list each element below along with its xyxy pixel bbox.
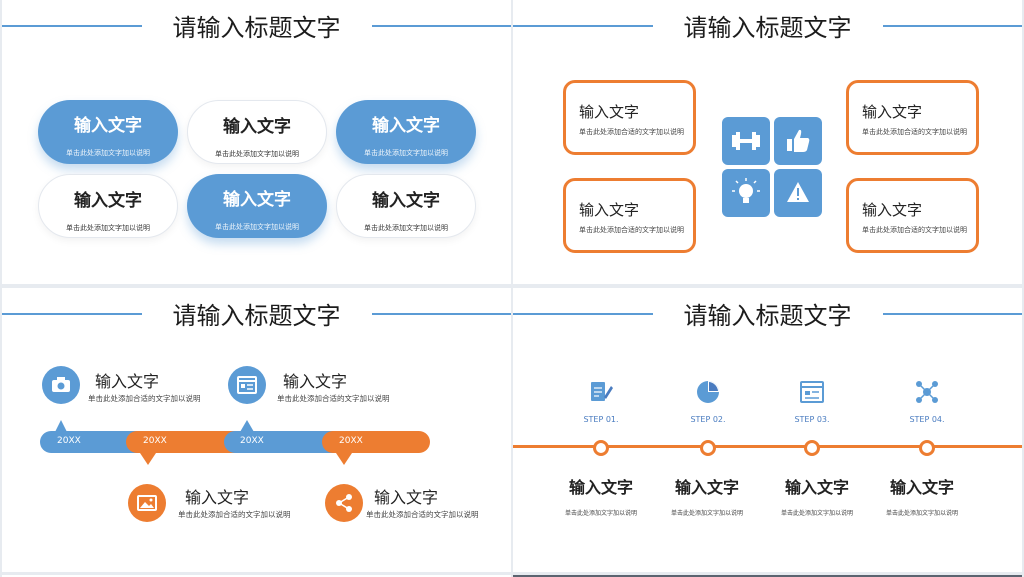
text-pill[interactable]: 输入文字 单击此处添加文字加以说明 [187, 100, 327, 164]
step-heading: 输入文字 [568, 478, 633, 497]
slide-thumbnail-1[interactable]: 请输入标题文字 输入文字 单击此处添加文字加以说明 输入文字 单击此处添加文字加… [2, 0, 511, 284]
step-description: 单击此处添加文字加以说明 [885, 510, 958, 517]
timeline-segment [322, 431, 430, 453]
step-heading: 输入文字 [889, 478, 954, 497]
timeline-heading: 输入文字 [185, 488, 250, 507]
slide-thumbnail-5[interactable] [2, 575, 511, 577]
text-pill[interactable]: 输入文字 单击此处添加文字加以说明 [336, 174, 476, 238]
box-description: 单击此处添加合适的文字加以说明 [579, 128, 684, 136]
pill-heading: 输入文字 [372, 116, 440, 136]
step-description: 单击此处添加文字加以说明 [780, 510, 853, 517]
box-description: 单击此处添加合适的文字加以说明 [862, 128, 967, 136]
timeline-segment [224, 431, 344, 453]
timeline-description: 单击此处添加合适的文字加以说明 [366, 510, 479, 519]
pill-heading: 输入文字 [372, 191, 440, 211]
slide-title: 请输入标题文字 [172, 14, 341, 42]
box-heading: 输入文字 [862, 201, 923, 219]
slide-title: 请输入标题文字 [172, 302, 341, 330]
title-rule-left [513, 25, 653, 27]
pill-description: 单击此处添加文字加以说明 [364, 224, 448, 232]
pill-heading: 输入文字 [223, 117, 291, 137]
title-rule-left [2, 25, 142, 27]
slide-thumbnail-4[interactable]: 请输入标题文字 [513, 288, 1022, 572]
title-rule-left [513, 313, 653, 315]
share-icon [325, 484, 363, 522]
box-heading: 输入文字 [579, 103, 640, 121]
thumbs-up-icon [774, 117, 822, 165]
pill-description: 单击此处添加文字加以说明 [215, 223, 299, 231]
network-nodes-icon [914, 379, 940, 405]
text-box[interactable]: 输入文字 单击此处添加合适的文字加以说明 [846, 178, 979, 253]
timeline-description: 单击此处添加合适的文字加以说明 [88, 394, 201, 403]
timeline-description: 单击此处添加合适的文字加以说明 [277, 394, 390, 403]
pie-chart-icon [695, 379, 721, 405]
step-label: STEP 01. [583, 415, 619, 424]
slide-title: 请输入标题文字 [683, 14, 852, 42]
text-box[interactable]: 输入文字 单击此处添加合适的文字加以说明 [563, 80, 696, 155]
timeline-year: 20XX [240, 436, 264, 446]
slide-thumbnail-3[interactable]: 请输入标题文字 [2, 288, 511, 572]
step-marker [593, 440, 609, 456]
timeline-year: 20XX [339, 436, 363, 446]
lightbulb-icon [722, 169, 770, 217]
step-label: STEP 02. [690, 415, 726, 424]
pill-heading: 输入文字 [223, 190, 291, 210]
title-rule-right [372, 313, 511, 315]
timeline-pointers [55, 420, 352, 465]
step-heading: 输入文字 [674, 478, 739, 497]
browser-window-icon [799, 379, 825, 405]
warning-icon [774, 169, 822, 217]
text-box[interactable]: 输入文字 单击此处添加合适的文字加以说明 [846, 80, 979, 155]
step-description: 单击此处添加文字加以说明 [670, 510, 743, 517]
timeline-description: 单击此处添加合适的文字加以说明 [178, 510, 291, 519]
browser-window-icon [228, 366, 266, 404]
pill-description: 单击此处添加文字加以说明 [66, 224, 150, 232]
step-label: STEP 03. [794, 415, 830, 424]
slide-title: 请输入标题文字 [683, 302, 852, 330]
pill-description: 单击此处添加文字加以说明 [66, 149, 150, 157]
step-heading: 输入文字 [784, 478, 849, 497]
step-line [513, 445, 1022, 448]
timeline-year: 20XX [143, 436, 167, 446]
step-marker [919, 440, 935, 456]
text-pill[interactable]: 输入文字 单击此处添加文字加以说明 [38, 100, 178, 164]
step-marker [804, 440, 820, 456]
image-icon [128, 484, 166, 522]
box-heading: 输入文字 [862, 103, 923, 121]
slide-thumbnail-2[interactable]: 请输入标题文字 输入文字 单击此处添加合适的文字加以说明 输入文字 单击此处添加… [513, 0, 1022, 284]
title-rule-right [883, 313, 1022, 315]
timeline-heading: 输入文字 [283, 372, 348, 391]
pill-heading: 输入文字 [74, 191, 142, 211]
timeline-heading: 输入文字 [374, 488, 439, 507]
text-pill[interactable]: 输入文字 单击此处添加文字加以说明 [38, 174, 178, 238]
title-rule-left [2, 313, 142, 315]
text-pill[interactable]: 输入文字 单击此处添加文字加以说明 [336, 100, 476, 164]
pill-heading: 输入文字 [74, 116, 142, 136]
box-description: 单击此处添加合适的文字加以说明 [862, 226, 967, 234]
step-marker [700, 440, 716, 456]
step-description: 单击此处添加文字加以说明 [564, 510, 637, 517]
title-rule-right [372, 25, 511, 27]
timeline-segment [126, 431, 246, 453]
timeline-segment [40, 431, 150, 453]
timeline-year: 20XX [57, 436, 81, 446]
box-description: 单击此处添加合适的文字加以说明 [579, 226, 684, 234]
box-heading: 输入文字 [579, 201, 640, 219]
text-pill[interactable]: 输入文字 单击此处添加文字加以说明 [187, 174, 327, 238]
text-box[interactable]: 输入文字 单击此处添加合适的文字加以说明 [563, 178, 696, 253]
title-rule-right [883, 25, 1022, 27]
step-label: STEP 04. [909, 415, 945, 424]
dumbbell-icon [722, 117, 770, 165]
timeline-heading: 输入文字 [95, 372, 160, 391]
slide-thumbnail-6[interactable] [513, 575, 1022, 577]
camera-icon [42, 366, 80, 404]
pill-description: 单击此处添加文字加以说明 [364, 149, 448, 157]
clipboard-pen-icon [588, 379, 614, 405]
pill-description: 单击此处添加文字加以说明 [215, 150, 299, 158]
